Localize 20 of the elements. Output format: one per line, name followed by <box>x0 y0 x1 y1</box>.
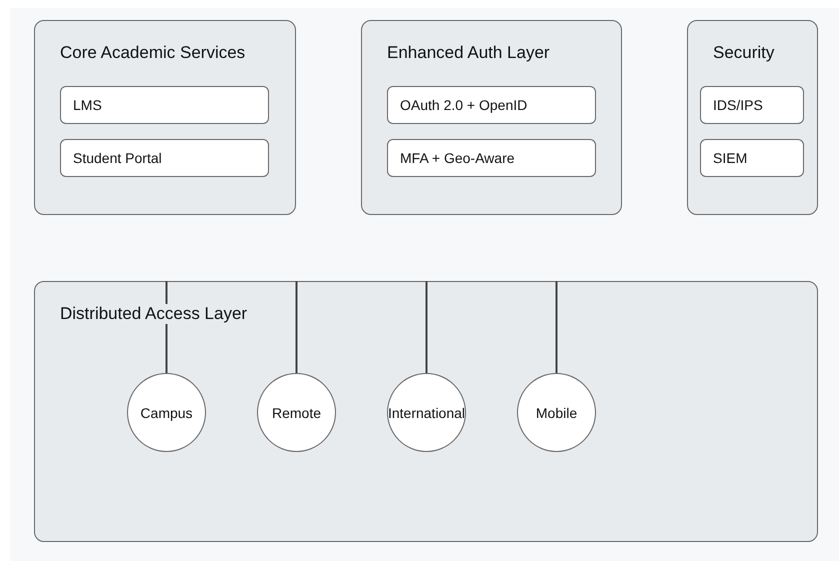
service-box: Student Portal <box>60 139 269 177</box>
connector-line <box>296 281 298 373</box>
group-title: Distributed Access Layer <box>60 304 248 324</box>
access-circle: International <box>387 373 466 452</box>
connector-line <box>426 281 428 373</box>
service-box: SIEM <box>700 139 804 177</box>
access-circle: Mobile <box>517 373 596 452</box>
service-box: LMS <box>60 86 269 124</box>
group-panel <box>361 20 622 215</box>
service-box: IDS/IPS <box>700 86 804 124</box>
group-panel <box>687 20 818 215</box>
group-title: Security <box>713 43 774 63</box>
group-panel <box>34 20 296 215</box>
service-box: OAuth 2.0 + OpenID <box>387 86 596 124</box>
connector-line <box>556 281 558 373</box>
group-title: Enhanced Auth Layer <box>387 43 550 63</box>
group-panel <box>34 281 818 542</box>
service-box: MFA + Geo-Aware <box>387 139 596 177</box>
access-circle: Campus <box>127 373 206 452</box>
access-circle: Remote <box>257 373 336 452</box>
